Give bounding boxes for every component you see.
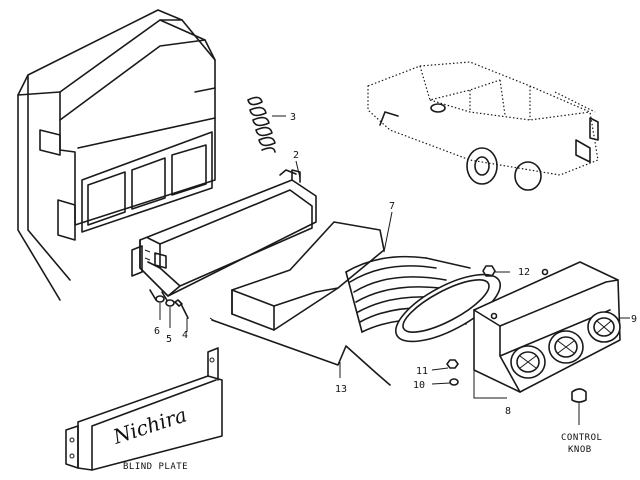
callout-11: 11 <box>416 366 428 377</box>
vent-dial-part-9 <box>587 311 621 343</box>
callout-5: 5 <box>166 334 172 345</box>
hardware-parts-10-11-12 <box>431 265 510 386</box>
control-knob-label-line1: CONTROL <box>561 433 602 443</box>
callout-13: 13 <box>335 384 347 395</box>
station-wagon-illustration <box>367 61 599 191</box>
control-knob-label-line2: KNOB <box>568 445 592 455</box>
callout-7: 7 <box>389 201 395 212</box>
blind-plate-label: BLIND PLATE <box>123 462 188 472</box>
callout-10: 10 <box>413 380 425 391</box>
dashboard-panel <box>17 9 216 301</box>
control-knob-dial-left <box>510 345 546 379</box>
callout-2: 2 <box>293 150 299 161</box>
cable-part-13 <box>209 317 391 386</box>
flex-duct-part-7 <box>231 211 502 343</box>
callout-6: 6 <box>154 326 160 337</box>
callout-9: 9 <box>631 314 637 325</box>
screws-parts-4-5-6 <box>149 289 189 332</box>
duct-frame-part-2 <box>131 160 317 297</box>
control-knob-dial-middle <box>548 330 584 364</box>
callout-12: 12 <box>518 267 530 278</box>
blind-plate: Nichira <box>65 347 223 471</box>
callout-8: 8 <box>505 406 511 417</box>
callout-4: 4 <box>182 330 188 341</box>
control-unit-part-8 <box>473 261 630 399</box>
spring-part-3 <box>247 96 286 153</box>
callout-3: 3 <box>290 112 296 123</box>
control-knob-part <box>571 388 587 425</box>
